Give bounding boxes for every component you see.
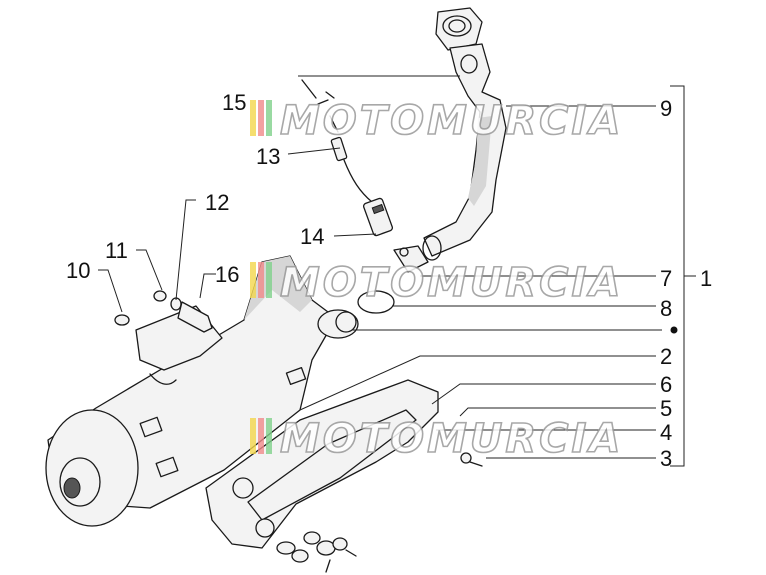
watermark-bottom: MOTOMURCIA — [250, 415, 623, 463]
callout-16: 16 — [215, 262, 239, 287]
heat-shield-cover — [205, 379, 483, 549]
callout-3: 3 — [660, 446, 672, 471]
watermark-text: MOTOMURCIA — [280, 416, 623, 462]
callout-2: 2 — [660, 344, 672, 369]
mount-hardware — [114, 290, 213, 333]
watermark-text: MOTOMURCIA — [280, 260, 623, 306]
callout-10: 10 — [66, 258, 90, 283]
callout-15: 15 — [222, 90, 246, 115]
callout-9: 9 — [660, 96, 672, 121]
callout-14: 14 — [300, 224, 324, 249]
muffler-body — [45, 255, 359, 527]
callout-11: 11 — [105, 238, 128, 263]
lower-fasteners — [276, 531, 357, 573]
callout-1: 1 — [700, 266, 712, 291]
callout-labels: 15 13 14 12 11 10 16 9 7 1 8 2 6 5 4 3 — [66, 90, 712, 471]
leader-lines — [98, 75, 696, 467]
exhaust-header-pipe — [422, 7, 507, 261]
watermark-text: MOTOMURCIA — [280, 98, 623, 144]
callout-8: 8 — [660, 296, 672, 321]
lambda-sensor — [301, 79, 394, 237]
callout-13: 13 — [256, 144, 280, 169]
callout-dot — [670, 326, 678, 334]
watermark-middle: MOTOMURCIA — [250, 259, 623, 307]
callout-4: 4 — [660, 420, 672, 445]
gasket-clamp — [357, 245, 429, 314]
callout-5: 5 — [660, 396, 672, 421]
callout-12: 12 — [205, 190, 229, 215]
watermark-top: MOTOMURCIA — [250, 97, 623, 145]
callout-7: 7 — [660, 266, 672, 291]
callout-6: 6 — [660, 372, 672, 397]
